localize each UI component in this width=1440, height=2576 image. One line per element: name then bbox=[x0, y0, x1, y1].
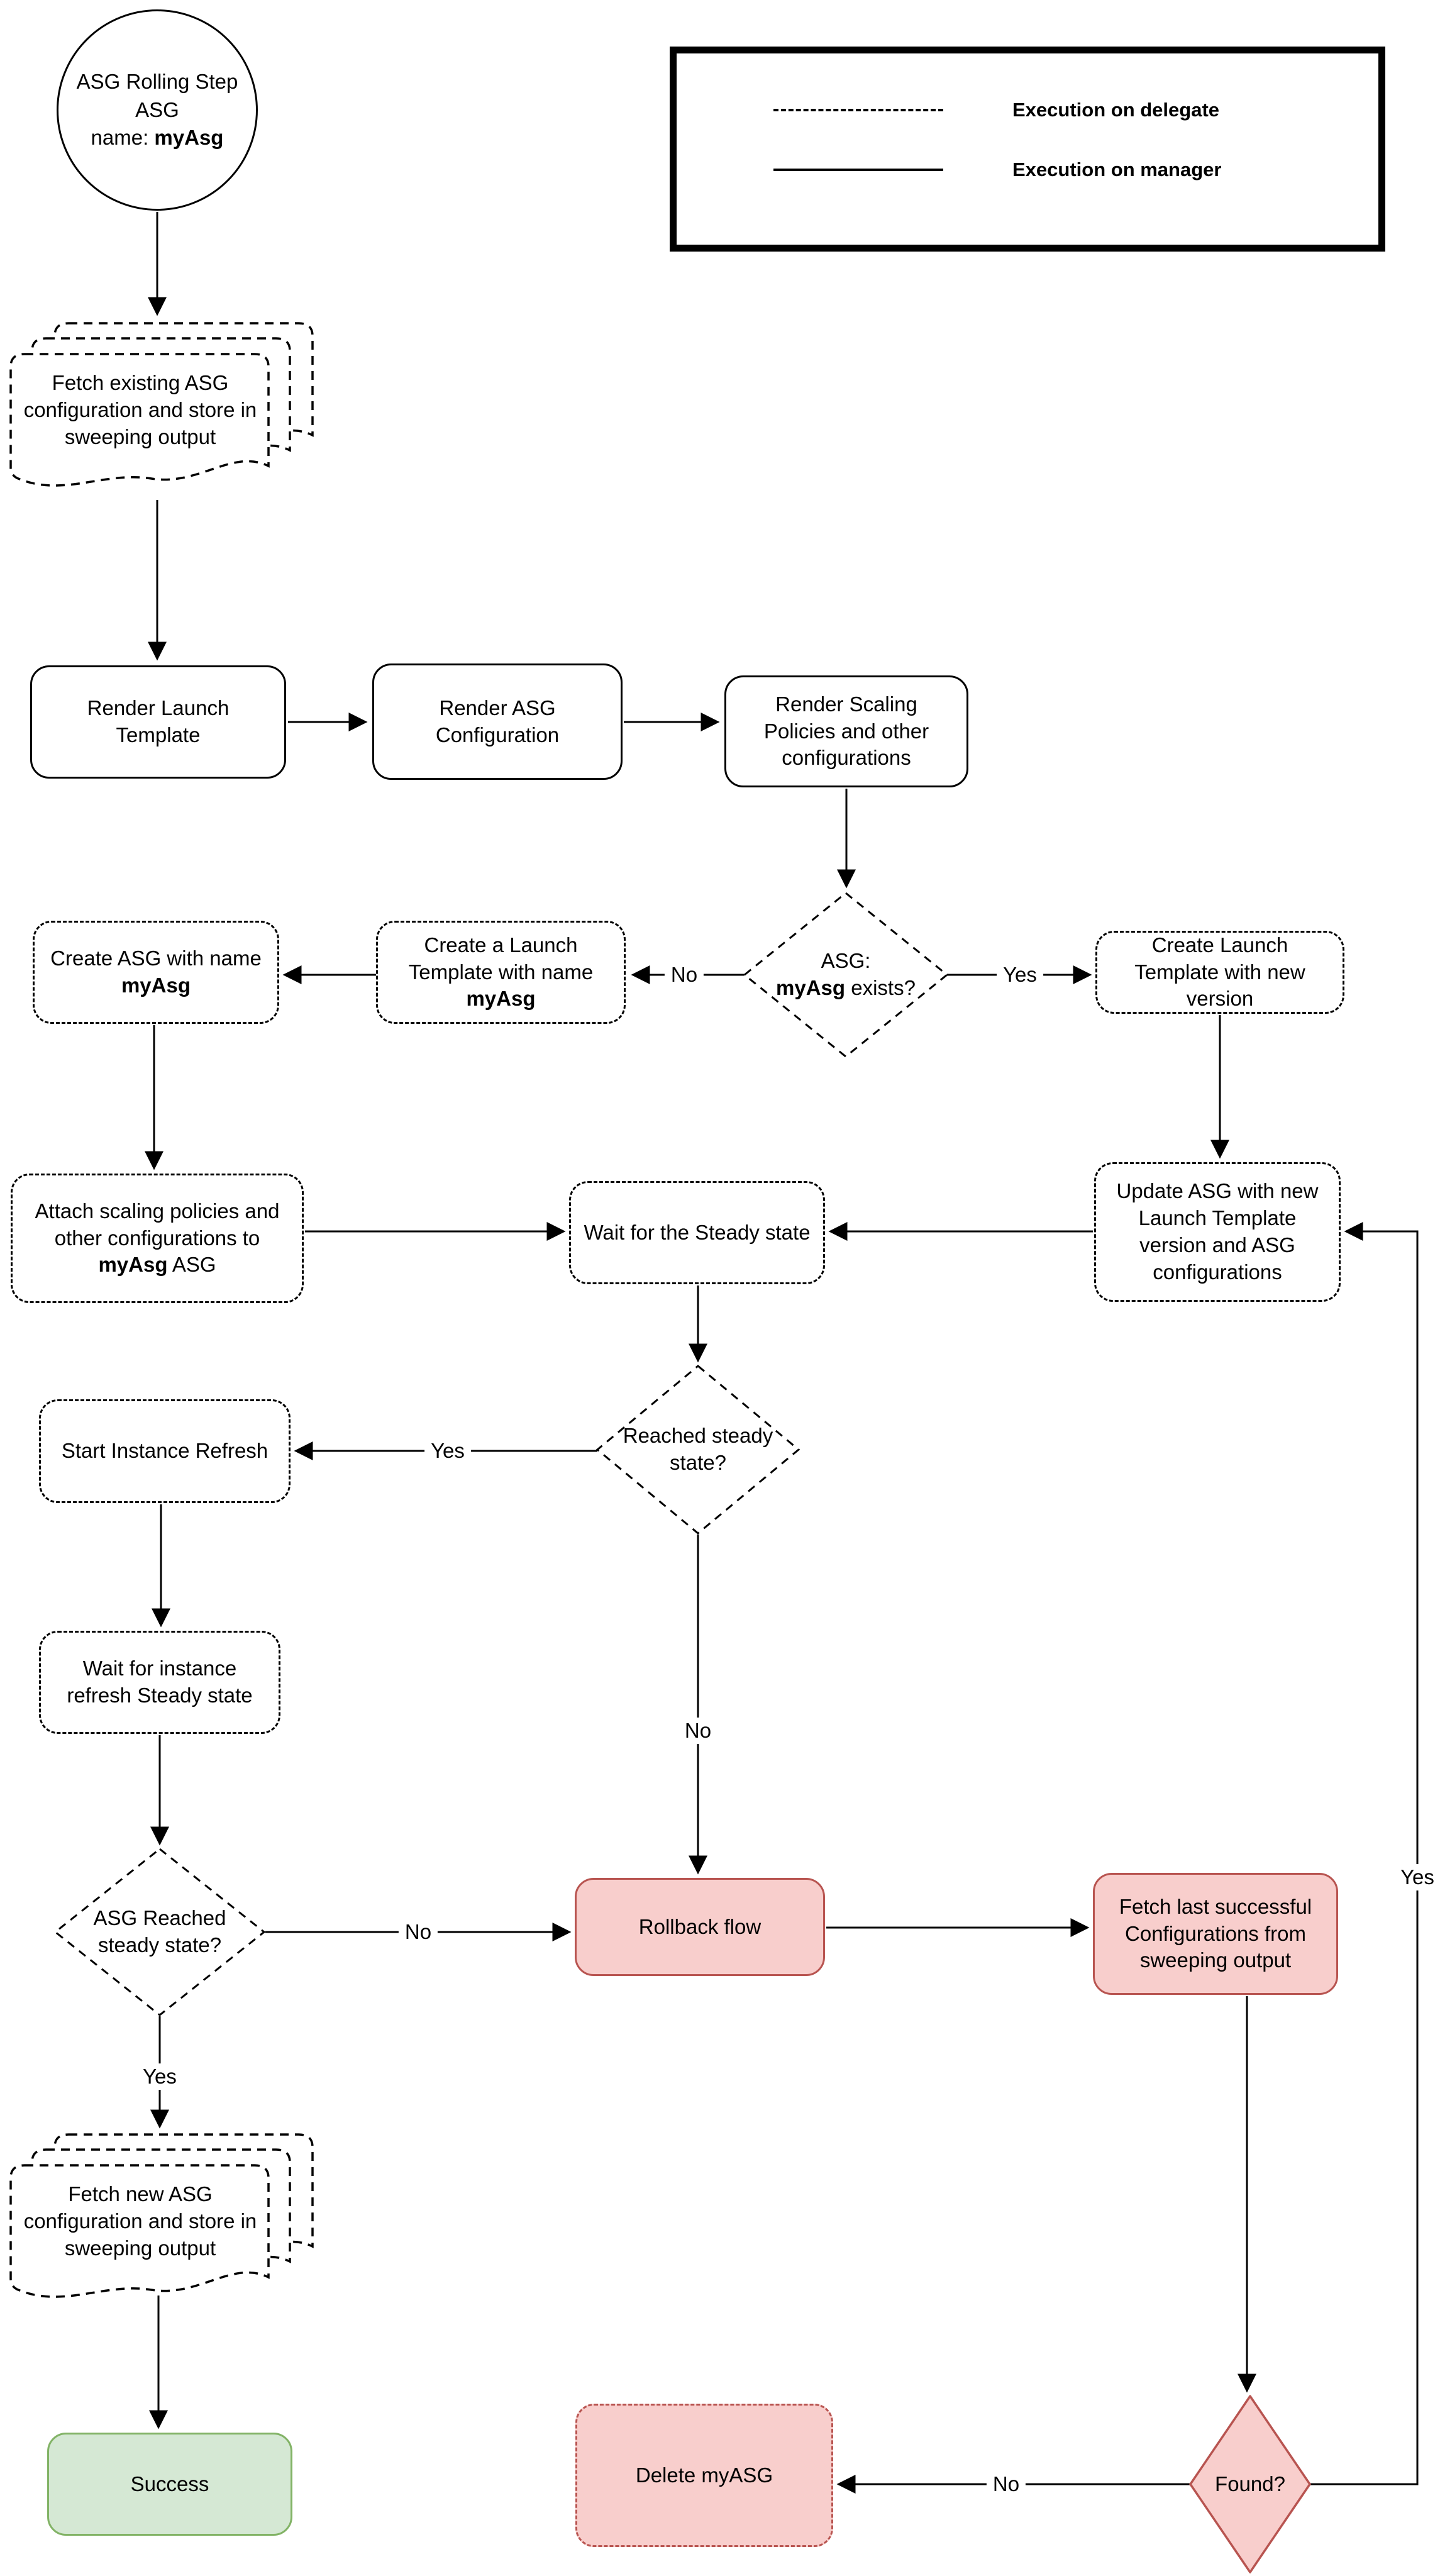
node-create-launch-template-named: Create a Launch Template with name myAsg bbox=[376, 921, 626, 1024]
edge-label-yes: Yes bbox=[1394, 1864, 1440, 1890]
legend-dashed-line-sample bbox=[773, 109, 943, 111]
node-render-launch-template: Render Launch Template bbox=[30, 665, 286, 779]
decision-found-label: Found? bbox=[1215, 2472, 1285, 2496]
edge-label-no: No bbox=[664, 962, 704, 988]
decision-asg-reached-steady-state: ASG Reached steady state? bbox=[53, 1848, 266, 2016]
node-fetch-new-config: Fetch new ASG configuration and store in… bbox=[9, 2131, 318, 2313]
node-fetch-existing-config: Fetch existing ASG configuration and sto… bbox=[9, 319, 318, 502]
edge-label-yes: Yes bbox=[136, 2063, 183, 2090]
edge-label-yes: Yes bbox=[424, 1438, 471, 1464]
start-node-line3: name: myAsg bbox=[91, 126, 224, 150]
legend-item-delegate: Execution on delegate bbox=[1012, 99, 1220, 121]
node-fetch-existing-config-label: Fetch existing ASG configuration and sto… bbox=[23, 371, 257, 448]
node-success: Success bbox=[47, 2433, 292, 2536]
node-rollback-flow: Rollback flow bbox=[575, 1878, 825, 1976]
node-create-asg: Create ASG with name myAsg bbox=[33, 921, 279, 1024]
multi-document-shape bbox=[9, 2133, 314, 2298]
start-node-asg-rolling-step: ASG Rolling Step ASG name: myAsg bbox=[57, 9, 258, 211]
edge-label-yes: Yes bbox=[997, 962, 1043, 988]
edge-label-no: No bbox=[678, 1718, 718, 1744]
diamond-shape bbox=[743, 892, 949, 1058]
start-node-line2: ASG bbox=[135, 97, 179, 121]
node-delete-myasg: Delete myASG bbox=[575, 2404, 833, 2547]
decision-reached-steady-state: Reached steady state? bbox=[595, 1365, 800, 1535]
node-start-instance-refresh: Start Instance Refresh bbox=[39, 1399, 291, 1503]
start-node-line1: ASG Rolling Step bbox=[76, 70, 238, 94]
node-wait-steady-state: Wait for the Steady state bbox=[569, 1181, 825, 1284]
node-fetch-new-config-label: Fetch new ASG configuration and store in… bbox=[23, 2182, 257, 2260]
node-fetch-last-successful-config: Fetch last successful Configurations fro… bbox=[1093, 1873, 1338, 1995]
decision-reached-steady-state-label: Reached steady state? bbox=[623, 1424, 773, 1474]
node-create-launch-template-new-version: Create Launch Template with new version bbox=[1095, 931, 1344, 1014]
legend-box: Execution on delegate Execution on manag… bbox=[670, 47, 1385, 252]
decision-asg-exists-label: ASG: myAsg exists? bbox=[776, 949, 916, 999]
legend-item-manager: Execution on manager bbox=[1012, 158, 1222, 180]
diamond-shape bbox=[53, 1848, 266, 2016]
node-render-asg-configuration: Render ASG Configuration bbox=[372, 663, 623, 780]
multi-document-shape bbox=[9, 322, 314, 487]
node-attach-scaling-policies: Attach scaling policies and other config… bbox=[11, 1174, 304, 1303]
edge-label-no: No bbox=[398, 1919, 438, 1945]
decision-found: Found? bbox=[1189, 2395, 1311, 2573]
edge-label-no: No bbox=[986, 2471, 1026, 2497]
diamond-shape bbox=[1189, 2395, 1311, 2573]
diamond-shape bbox=[595, 1365, 800, 1535]
decision-asg-reached-steady-state-label: ASG Reached steady state? bbox=[93, 1906, 226, 1957]
node-render-scaling-policies: Render Scaling Policies and other config… bbox=[724, 675, 968, 787]
legend-solid-line-sample bbox=[773, 169, 943, 171]
decision-asg-exists: ASG: myAsg exists? bbox=[743, 892, 949, 1058]
node-update-asg: Update ASG with new Launch Template vers… bbox=[1094, 1162, 1341, 1302]
node-wait-instance-refresh: Wait for instance refresh Steady state bbox=[39, 1631, 280, 1734]
